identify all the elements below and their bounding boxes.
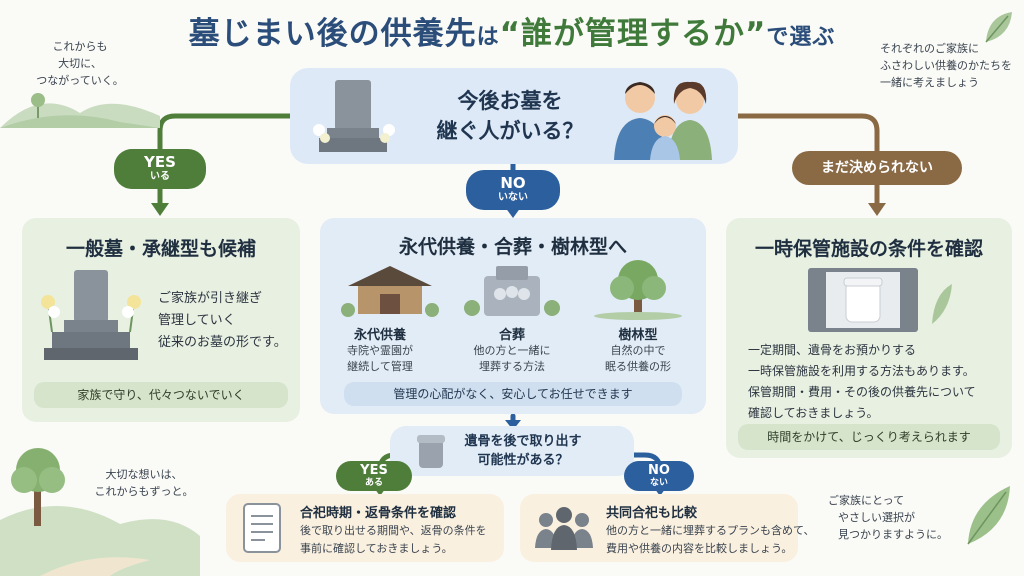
option-eternal: 永代供養 寺院や霊園が 継続して管理 [347, 328, 413, 373]
card-return-conditions-title: 合祀時期・返骨条件を確認 [300, 506, 457, 521]
temple-icon [341, 266, 439, 317]
option-tree-burial: 樹林型 自然の中で 眠る供養の形 [605, 328, 671, 373]
urn-icon [417, 435, 445, 468]
family-icon [614, 81, 712, 160]
card-temporary-storage [726, 218, 1012, 458]
card-return-conditions-desc: 後で取り出せる期間や、返骨の条件を 事前に確認しておきましょう。 [300, 524, 487, 555]
card-eternal-memorial-title: 永代供養・合葬・樹林型へ [398, 236, 627, 258]
leaf-icon [985, 12, 1012, 43]
note-mid-left: 大切な想いは、 これからもずっと。 [94, 468, 194, 498]
card-joint-burial-compare-desc: 他の方と一緒に埋葬するプランも含めて、 費用や供養の内容を比較しましょう。 [606, 524, 815, 555]
card-general-grave-footer: 家族で守り、代々つないでいく [34, 382, 288, 408]
landscape-illustration [0, 448, 200, 576]
question-text: 今後お墓を 継ぐ人がいる？ [436, 89, 584, 143]
urn-icon [808, 268, 952, 332]
card-general-grave-title: 一般墓・承継型も候補 [65, 238, 256, 260]
note-bottom-right: ご家族にとって やさしい選択が 見つかりますように。 [828, 494, 948, 541]
undecided-branch-badge: まだ決められない [792, 151, 962, 185]
memorial-icon [464, 266, 560, 316]
leaf-icon [967, 486, 1010, 545]
note-top-left: これからも 大切に、 つながっていく。 [36, 40, 124, 87]
card-temporary-storage-footer: 時間をかけて、じっくり考えられます [738, 424, 1000, 450]
card-joint-burial-compare-title: 共同合祀も比較 [606, 506, 698, 521]
document-icon [243, 503, 281, 553]
gravestone-icon [41, 270, 141, 360]
page-title: 墓じまい後の供養先は“誰が管理するか”で選ぶ [188, 16, 836, 52]
option-joint-burial: 合葬 他の方と一緒に 埋葬する方法 [473, 328, 551, 373]
hills-illustration [0, 93, 160, 128]
card-temporary-storage-title: 一時保管施設の条件を確認 [754, 238, 983, 260]
group-icon [535, 507, 593, 550]
card-temporary-storage-body: 一定期間、遺骨をお預かりする 一時保管施設を利用する方法もあります。 保管期間・… [748, 343, 976, 420]
gravestone-icon [313, 80, 395, 152]
card-general-grave-body: ご家族が引き継ぎ 管理していく 従来のお墓の形です。 [158, 291, 287, 350]
card-eternal-memorial-footer: 管理の心配がなく、安心してお任せできます [344, 382, 682, 406]
tree-icon [594, 260, 682, 320]
sub-question-text: 遺骨を後で取り出す 可能性がある？ [464, 434, 582, 468]
note-top-right: それぞれのご家族に ふさわしい供養のかたちを 一緒に考えましょう [880, 42, 1012, 89]
